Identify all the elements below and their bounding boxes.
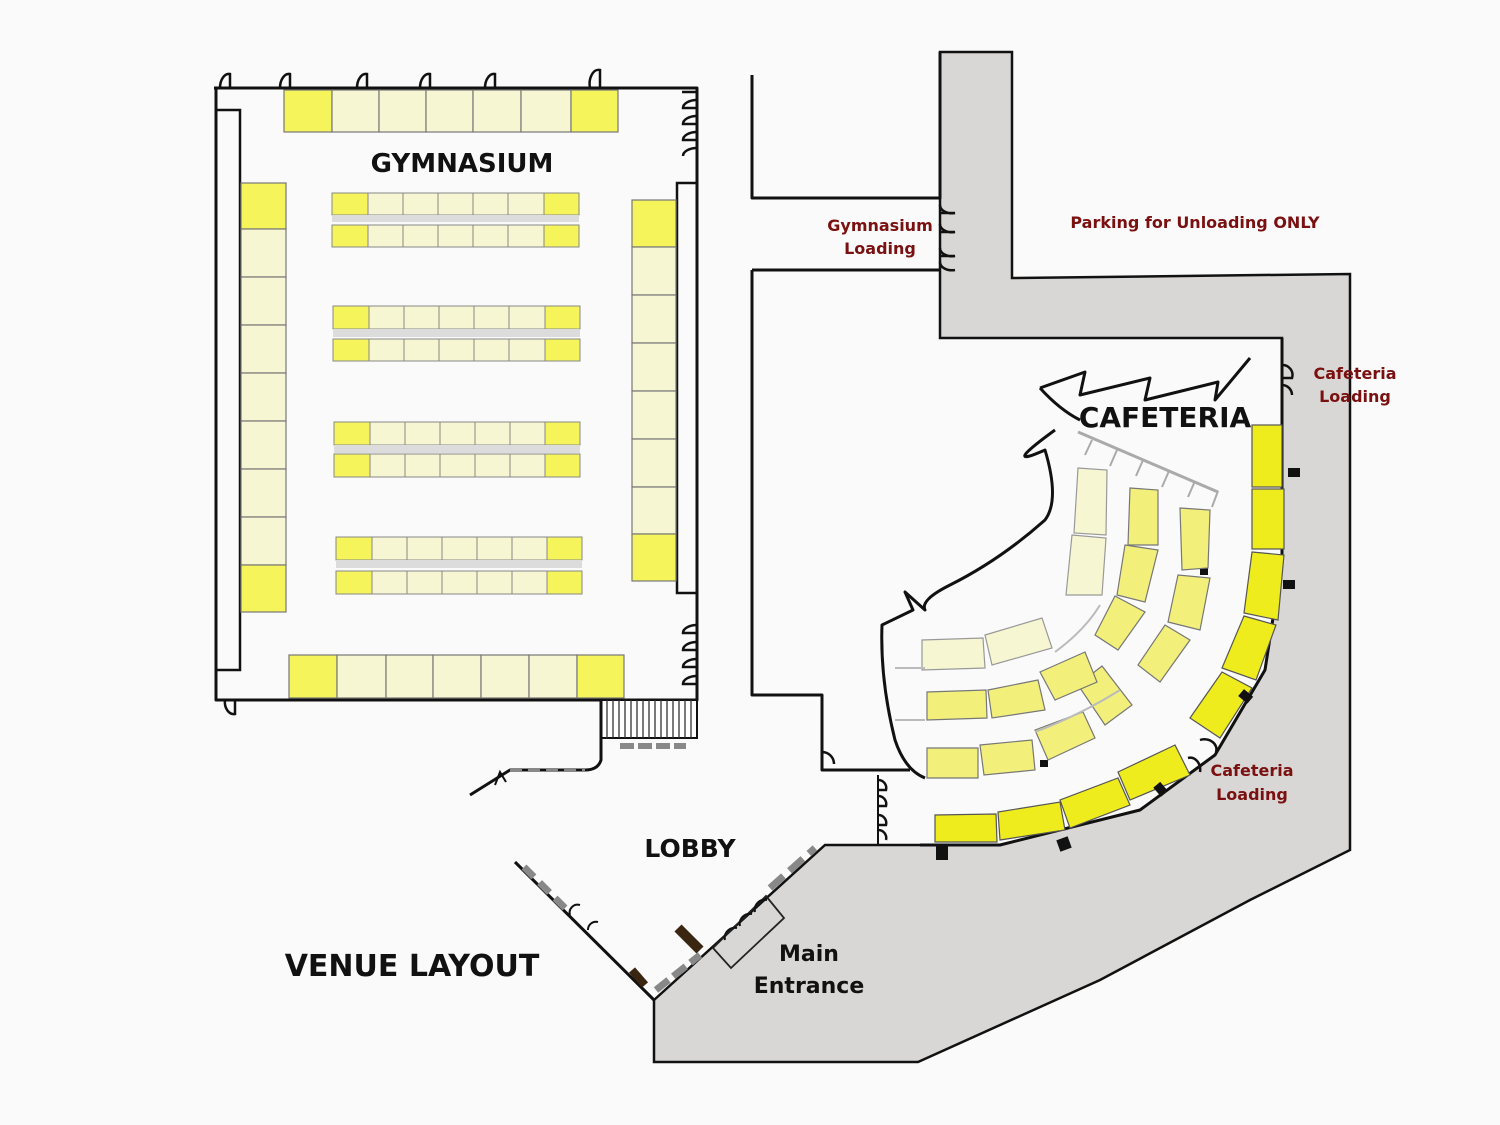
gym-right-table-column bbox=[631, 199, 677, 582]
stairs bbox=[600, 699, 698, 749]
cafeteria-inner-lines bbox=[1077, 430, 1219, 508]
corridor-walls bbox=[750, 52, 956, 845]
cafeteria-inner-tables bbox=[921, 467, 1108, 671]
gymnasium-loading-label-line2: Loading bbox=[844, 239, 916, 258]
cafeteria-loading-upper-line1: Cafeteria bbox=[1313, 364, 1396, 383]
gym-center-group-1 bbox=[331, 192, 580, 248]
main-entrance-label-line2: Entrance bbox=[754, 974, 865, 999]
gymnasium-label: GYMNASIUM bbox=[371, 149, 554, 179]
parking-area bbox=[652, 50, 1352, 1064]
cafeteria-loading-lower-line2: Loading bbox=[1216, 785, 1288, 804]
cafeteria-label: CAFETERIA bbox=[1079, 401, 1252, 434]
gym-left-table-column bbox=[240, 182, 287, 613]
parking-label: Parking for Unloading ONLY bbox=[1070, 213, 1320, 232]
gym-top-table-row bbox=[283, 89, 619, 133]
lobby-walls bbox=[469, 700, 818, 1002]
gym-center-group-4 bbox=[335, 536, 583, 595]
venue-layout-title: VENUE LAYOUT bbox=[285, 949, 540, 984]
main-entrance-label-line1: Main bbox=[779, 942, 839, 967]
lobby-label: LOBBY bbox=[644, 834, 736, 863]
cafeteria-outer-arc-tables bbox=[934, 424, 1285, 843]
main-entrance-vestibule bbox=[711, 894, 786, 970]
gym-center-tables bbox=[331, 192, 583, 595]
cafeteria-aisle-lines bbox=[895, 604, 1121, 733]
gym-bottom-table-row bbox=[288, 654, 625, 699]
gym-center-group-2 bbox=[332, 305, 581, 362]
gym-center-group-3 bbox=[333, 421, 581, 478]
gymnasium-loading-label-line1: Gymnasium bbox=[827, 216, 933, 235]
cafeteria-chairs bbox=[936, 468, 1300, 860]
cafeteria-loading-upper-line2: Loading bbox=[1319, 387, 1391, 406]
cafeteria-loading-lower-line1: Cafeteria bbox=[1210, 761, 1293, 780]
cafeteria-middle-tables bbox=[926, 487, 1211, 779]
